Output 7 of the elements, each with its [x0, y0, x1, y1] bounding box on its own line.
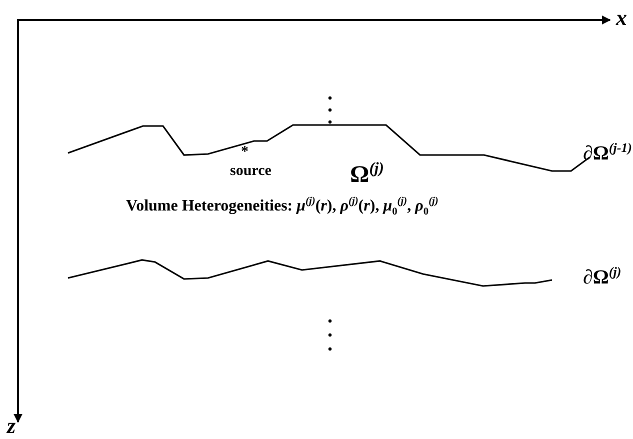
source-marker: *	[241, 144, 248, 160]
boundary-label: ∂Ω$^{(j-1)}$	[583, 141, 632, 165]
axis-label: x	[616, 6, 627, 30]
source-label: source	[230, 163, 272, 180]
axis-label: z	[7, 414, 16, 438]
region-label: Ω$^{(j)}$	[350, 160, 384, 188]
boundary-label: ∂Ω$^{(j)}$	[583, 265, 622, 289]
